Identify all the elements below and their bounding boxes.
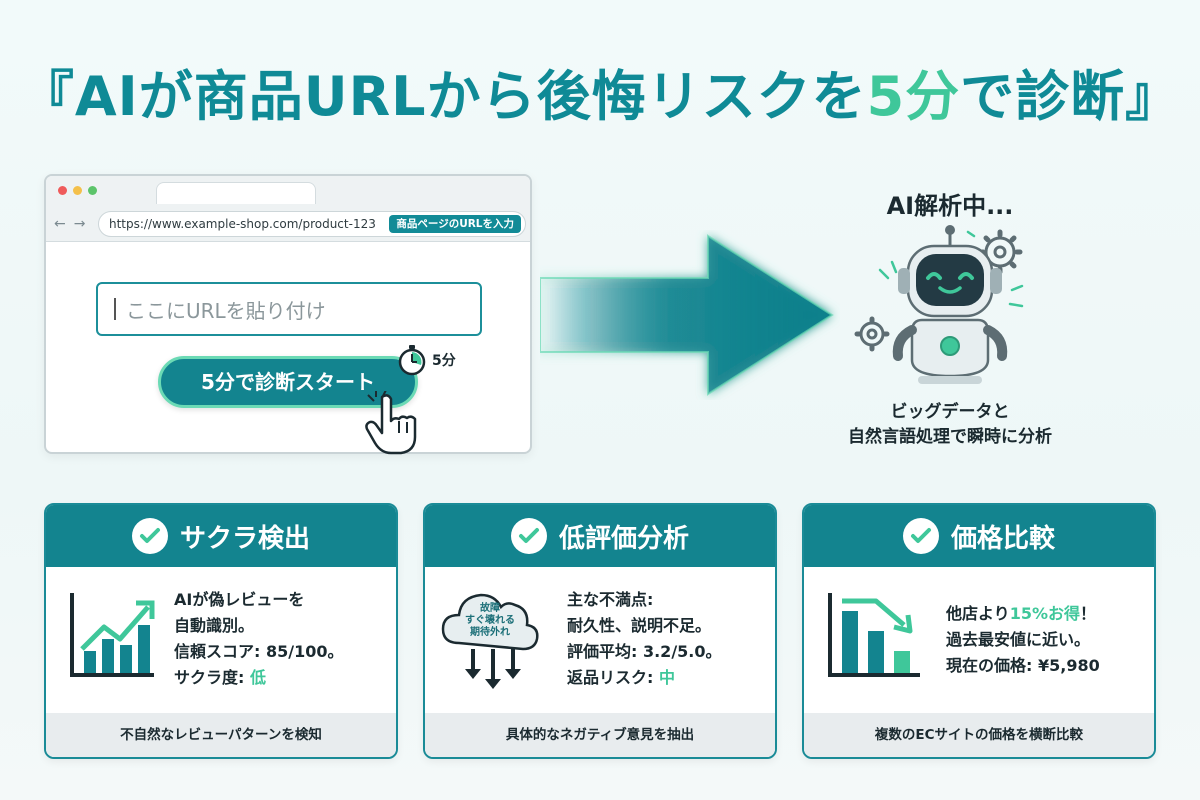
start-diagnosis-button[interactable]: 5分で診断スタート (158, 356, 418, 408)
browser-window: ← → https://www.example-shop.com/product… (44, 174, 532, 455)
timer: 5分 (396, 344, 456, 376)
card-text: 主な不満点: 耐久性、説明不足。 評価平均: 3.2/5.0。 返品リスク: 中 (567, 587, 722, 691)
card-header: 低評価分析 (425, 505, 775, 567)
minimize-dot-icon[interactable] (73, 186, 82, 195)
ai-caption: ビッグデータと 自然言語処理で瞬時に分析 (800, 400, 1100, 450)
address-bar[interactable]: https://www.example-shop.com/product-123… (98, 211, 526, 237)
card-body: AIが偽レビューを 自動識別。 信頼スコア: 85/100。 サクラ度: 低 (46, 567, 396, 715)
page-title: 『AIが商品URLから後悔リスクを5分で診断』 (0, 52, 1200, 131)
card-line-discount: 他店より15%お得！ (946, 601, 1100, 627)
card-line: 過去最安値に近い。 (946, 630, 1091, 649)
cloud-line: 期待外れ (470, 627, 510, 638)
title-accent: 5分 (866, 65, 961, 128)
nav-arrows: ← → (54, 216, 85, 232)
pointer-hand-icon (365, 391, 417, 455)
url-input-placeholder: ここにURLを貼り付け (126, 298, 326, 323)
ai-analyzing-title: AI解析中... (886, 192, 1014, 220)
card-body: 他店より15%お得！ 過去最安値に近い。 現在の価格: ¥5,980 (804, 567, 1154, 715)
rating-label: サクラ度: (174, 668, 250, 687)
discount-label: 他店より (946, 604, 1010, 623)
card-body: 故障 すぐ壊れる 期待外れ 主な不満点: 耐久性、説明不足。 評価平均: 3.2… (425, 567, 775, 715)
card-sakura-detection: サクラ検出 AIが偽レビューを 自動識別。 信頼スコア: 85/100。 サクラ… (44, 503, 398, 759)
window-controls (58, 186, 97, 195)
card-header: 価格比較 (804, 505, 1154, 567)
rising-chart-icon (70, 593, 155, 677)
check-circle-icon (902, 518, 939, 554)
card-low-rating-analysis: 低評価分析 故障 すぐ壊れる 期待外れ 主な不満点: 耐久性、説明不足。 評価平… (423, 503, 777, 759)
card-text: 他店より15%お得！ 過去最安値に近い。 現在の価格: ¥5,980 (946, 601, 1100, 679)
card-footer: 複数のECサイトの価格を横断比較 (804, 713, 1154, 757)
robot-icon (854, 225, 1024, 384)
card-line-rating: サクラ度: 低 (174, 665, 343, 691)
card-footer: 具体的なネガティブ意見を抽出 (425, 713, 775, 757)
cloud-down-arrows-icon (441, 593, 539, 689)
card-title: 価格比較 (950, 523, 1055, 554)
discount-value: 15%お得 (1009, 604, 1080, 623)
check-circle-icon (510, 518, 547, 554)
title-prefix: 『AIが商品URLから後悔リスクを (19, 65, 867, 128)
check-circle-icon (131, 518, 168, 554)
cloud-line: すぐ壊れる (465, 615, 515, 626)
card-line: 耐久性、説明不足。 (567, 616, 712, 635)
card-line: AIが偽レビューを (174, 590, 305, 609)
url-hint-badge: 商品ページのURLを入力 (389, 215, 521, 233)
back-arrow-icon[interactable]: ← (54, 216, 66, 232)
risk-value: 中 (658, 668, 675, 687)
card-header: サクラ検出 (46, 505, 396, 567)
card-price-comparison: 価格比較 他店より15%お得！ 過去最安値に近い。 現在の価格: ¥5,980 … (802, 503, 1156, 759)
card-footer: 不自然なレビューパターンを検知 (46, 713, 396, 757)
rating-value: 低 (249, 668, 266, 687)
cloud-line: 故障 (480, 603, 500, 614)
stopwatch-icon (398, 345, 426, 376)
card-title: 低評価分析 (558, 523, 689, 554)
maximize-dot-icon[interactable] (88, 186, 97, 195)
ai-caption-line1: ビッグデータと (890, 402, 1010, 422)
browser-toolbar: ← → https://www.example-shop.com/product… (46, 176, 530, 242)
discount-suffix: ！ (1080, 604, 1097, 623)
flow-arrow-icon (540, 234, 834, 396)
card-line-risk: 返品リスク: 中 (567, 665, 722, 691)
address-url: https://www.example-shop.com/product-123 (109, 217, 376, 231)
complaint-cloud: 故障 すぐ壊れる 期待外れ (439, 583, 539, 693)
browser-tab[interactable] (156, 182, 316, 204)
card-line: 信頼スコア: 85/100。 (174, 642, 344, 661)
card-title: サクラ検出 (179, 523, 310, 554)
timer-label: 5分 (432, 353, 456, 369)
card-line: 評価平均: 3.2/5.0。 (567, 642, 722, 661)
close-dot-icon[interactable] (58, 186, 67, 195)
ai-caption-line2: 自然言語処理で瞬時に分析 (848, 427, 1052, 447)
card-line: 現在の価格: ¥5,980 (946, 656, 1100, 675)
cloud-text: 故障 すぐ壊れる 期待外れ (447, 603, 533, 639)
card-line: 主な不満点: (567, 590, 654, 609)
falling-price-chart-icon (828, 593, 920, 677)
forward-arrow-icon[interactable]: → (73, 216, 86, 232)
title-suffix: で診断』 (960, 65, 1181, 128)
risk-label: 返品リスク: (567, 668, 659, 687)
url-input[interactable]: ここにURLを貼り付け (96, 282, 482, 336)
text-caret (114, 298, 116, 320)
card-line: 自動識別。 (174, 616, 255, 635)
card-text: AIが偽レビューを 自動識別。 信頼スコア: 85/100。 サクラ度: 低 (174, 587, 343, 691)
